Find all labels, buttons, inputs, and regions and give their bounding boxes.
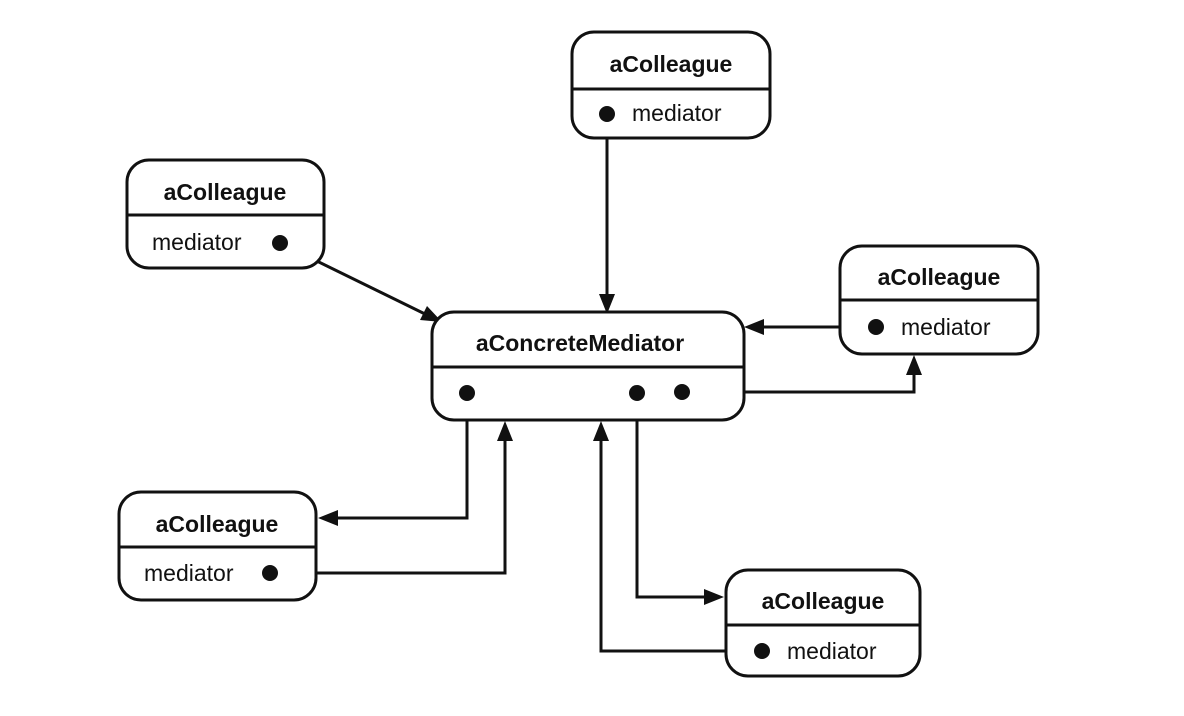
colleague-right: aColleague mediator <box>838 244 1040 356</box>
mediator-reference-dot-icon <box>754 643 770 659</box>
arrowhead-icon <box>906 355 922 375</box>
colleague-field: mediator <box>632 100 722 126</box>
arrowhead-icon <box>744 319 764 335</box>
colleague-bottom-right: aColleague mediator <box>724 568 922 678</box>
concrete-mediator: aConcreteMediator <box>430 310 746 422</box>
arrowhead-icon <box>420 306 442 322</box>
arrowhead-icon <box>599 294 615 314</box>
colleague-title: aColleague <box>610 51 733 77</box>
colleague-field: mediator <box>144 560 234 586</box>
colleague-field: mediator <box>901 314 991 340</box>
mediator-reference-dot-icon <box>868 319 884 335</box>
arrowhead-icon <box>497 421 513 441</box>
arrowhead-icon <box>318 510 338 526</box>
colleague-field: mediator <box>787 638 877 664</box>
colleague-title: aColleague <box>878 264 1001 290</box>
colleague-title: aColleague <box>164 179 287 205</box>
connector-bottom-right-colleague-to-mediator <box>599 440 762 653</box>
connector-mediator-to-bottom-left-colleague <box>338 393 469 520</box>
arrowhead-icon <box>704 589 724 605</box>
mediator-reference-dot-icon <box>272 235 288 251</box>
colleague-title: aColleague <box>156 511 279 537</box>
connector-bottom-left-colleague-to-mediator <box>270 440 507 575</box>
connector-mediator-to-bottom-right-colleague <box>635 393 705 599</box>
arrowhead-icon <box>593 421 609 441</box>
colleague-box <box>724 568 922 678</box>
colleague-field: mediator <box>152 229 242 255</box>
colleague-reference-dot-icon <box>674 384 690 400</box>
connector-mediator-to-right-colleague <box>682 373 916 394</box>
colleague-box <box>570 30 772 140</box>
colleague-top: aColleague mediator <box>570 30 772 140</box>
mediator-title: aConcreteMediator <box>476 330 684 356</box>
mediator-reference-dot-icon <box>599 106 615 122</box>
colleague-bottom-left: aColleague mediator <box>117 490 318 602</box>
colleague-title: aColleague <box>762 588 885 614</box>
colleague-left: aColleague mediator <box>125 158 326 270</box>
colleague-reference-dot-icon <box>459 385 475 401</box>
mediator-reference-dot-icon <box>262 565 278 581</box>
colleague-reference-dot-icon <box>629 385 645 401</box>
